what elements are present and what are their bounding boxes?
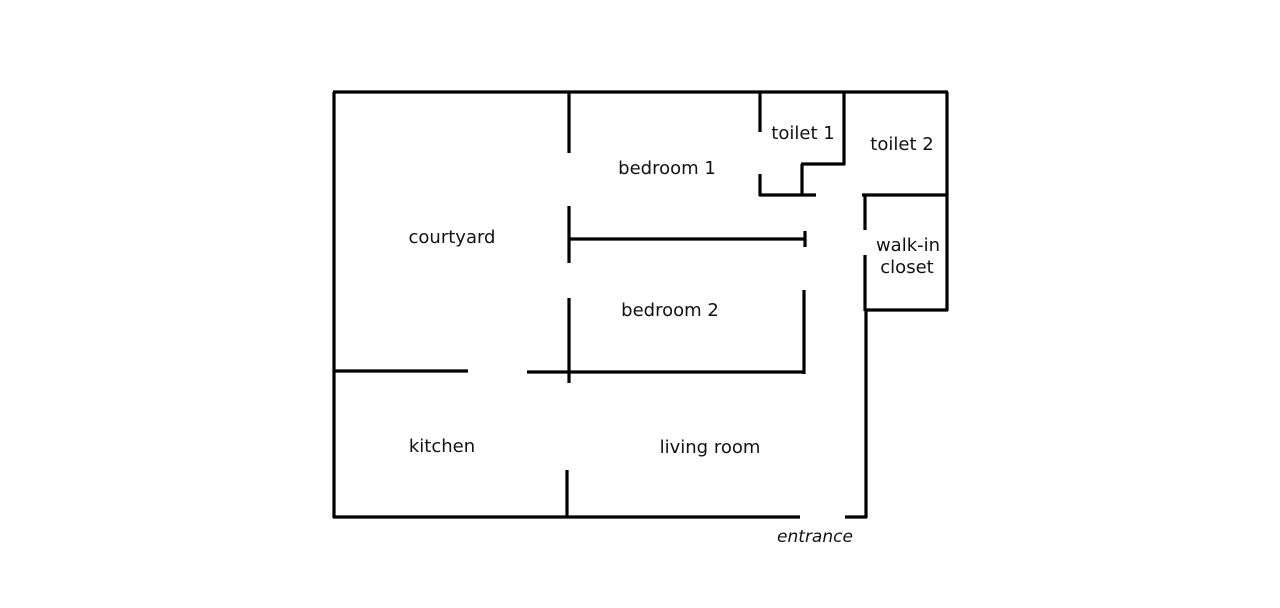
label-bedroom-1: bedroom 1	[618, 158, 716, 179]
room-labels: courtyard bedroom 1 bedroom 2 toilet 1 t…	[409, 123, 941, 547]
label-living-room: living room	[660, 437, 761, 458]
label-courtyard: courtyard	[409, 227, 496, 248]
label-walk-in: walk-in	[876, 235, 940, 256]
label-entrance: entrance	[777, 527, 853, 547]
walls	[332, 90, 949, 519]
label-closet: closet	[880, 257, 933, 278]
label-kitchen: kitchen	[409, 436, 475, 457]
label-toilet-2: toilet 2	[870, 134, 933, 155]
label-toilet-1: toilet 1	[771, 123, 834, 144]
label-bedroom-2: bedroom 2	[621, 300, 719, 321]
